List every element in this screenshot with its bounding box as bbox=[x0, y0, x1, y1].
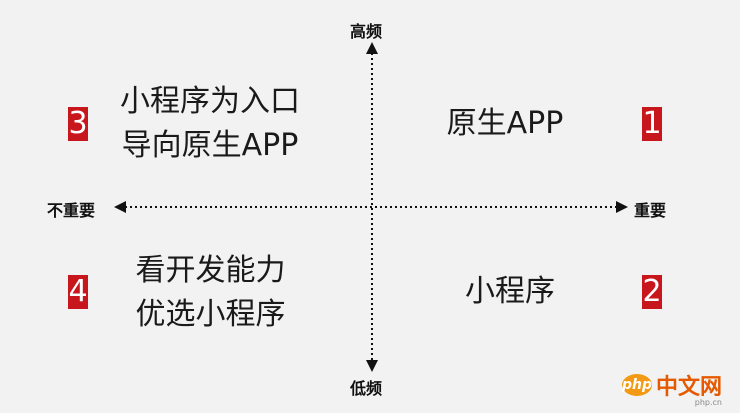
watermark-subtext: php.cn bbox=[694, 398, 722, 407]
watermark-logo: php 中文网 bbox=[621, 369, 722, 401]
quadrant-2-line-1: 小程序 bbox=[465, 274, 555, 309]
quadrant-4-line-1: 看开发能力 bbox=[135, 253, 286, 288]
quadrant-2-text: 小程序 bbox=[445, 270, 575, 314]
quadrant-4-text: 看开发能力 优选小程序 bbox=[128, 249, 293, 337]
axis-label-bottom: 低频 bbox=[350, 379, 383, 398]
watermark: php 中文网 php.cn bbox=[621, 369, 722, 407]
axis-label-top: 高频 bbox=[350, 22, 383, 41]
quadrant-1-line-1: 原生APP bbox=[446, 106, 564, 141]
quadrant-badge-3: 3 bbox=[68, 106, 88, 141]
axis-label-left: 不重要 bbox=[47, 201, 96, 220]
quadrant-4-line-2: 优选小程序 bbox=[135, 297, 286, 332]
quadrant-1-text: 原生APP bbox=[430, 102, 580, 146]
quadrant-badge-1: 1 bbox=[642, 106, 662, 141]
quadrant-3-line-2: 导向原生APP bbox=[121, 128, 299, 163]
watermark-logo-prefix: php bbox=[621, 374, 652, 396]
quadrant-badge-2: 2 bbox=[642, 274, 662, 309]
quadrant-3-text: 小程序为入口 导向原生APP bbox=[115, 80, 305, 168]
axis-label-right: 重要 bbox=[634, 201, 667, 220]
quadrant-3-line-1: 小程序为入口 bbox=[120, 84, 300, 119]
quadrant-badge-4: 4 bbox=[68, 274, 88, 309]
watermark-logo-text: 中文网 bbox=[655, 375, 722, 400]
